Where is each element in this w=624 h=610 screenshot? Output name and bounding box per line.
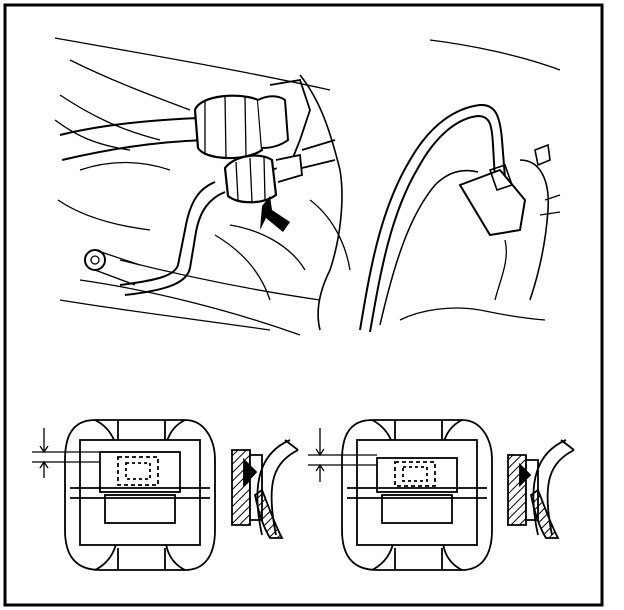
- cross-section-right: [507, 439, 575, 539]
- connector-detail-right: [308, 419, 493, 571]
- arrow-icon: [260, 196, 290, 232]
- engine-bay-illustration: [54, 37, 561, 336]
- connector-detail-left: [32, 419, 216, 571]
- cross-section-left: [231, 439, 299, 539]
- figure-border: [3, 3, 604, 607]
